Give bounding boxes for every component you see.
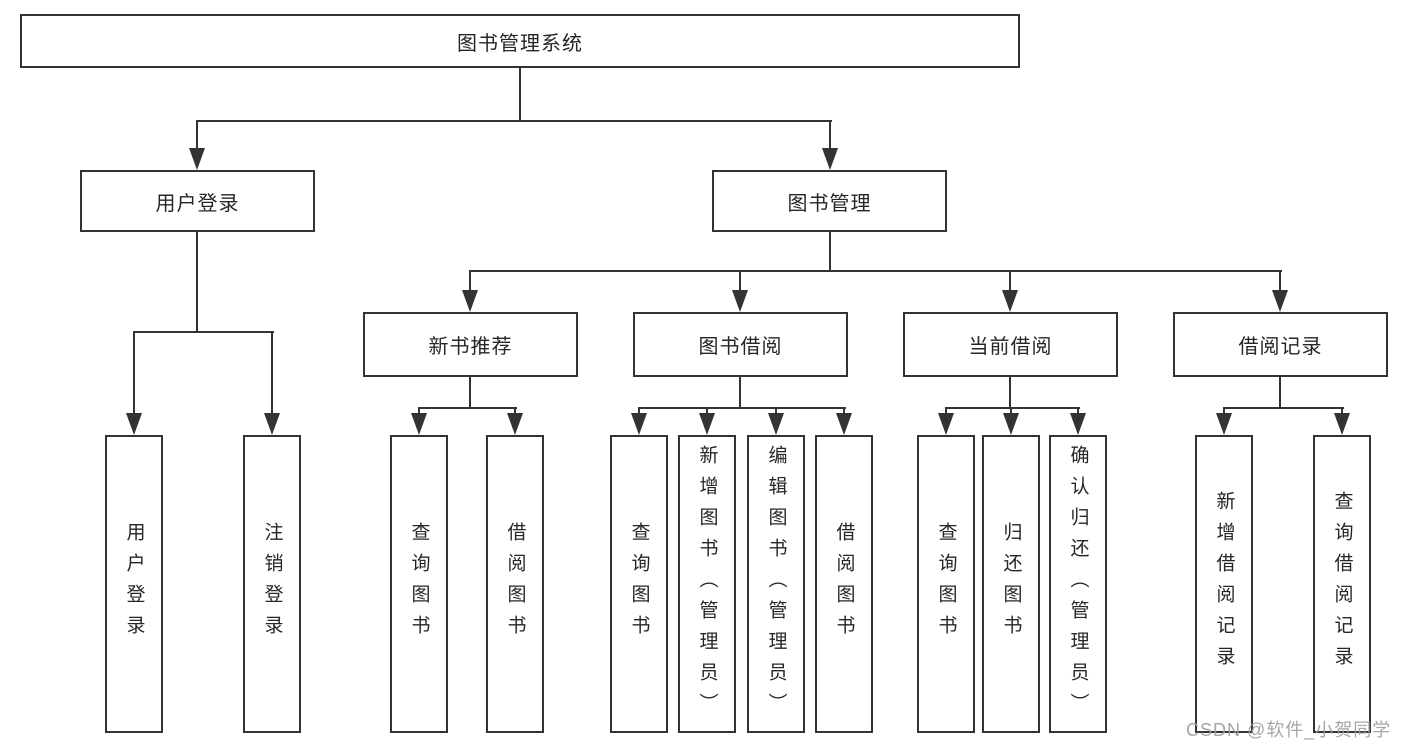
node-user-login: 用户登录 — [80, 170, 315, 232]
connector-line — [133, 331, 274, 333]
node-book-borrowing: 图书借阅 — [633, 312, 848, 377]
node-book-management: 图书管理 — [712, 170, 947, 232]
connector-line — [196, 120, 832, 122]
connector-line — [739, 270, 741, 292]
arrow-down-icon — [1070, 413, 1086, 435]
connector-line — [1009, 377, 1011, 409]
arrow-down-icon — [1272, 290, 1288, 312]
connector-line — [1223, 407, 1344, 409]
connector-line — [196, 120, 198, 150]
arrow-down-icon — [462, 290, 478, 312]
connector-line — [469, 377, 471, 409]
arrow-down-icon — [1003, 413, 1019, 435]
arrow-down-icon — [768, 413, 784, 435]
connector-line — [418, 407, 517, 409]
connector-line — [1279, 377, 1281, 409]
leaf-user-login: 用户登录 — [105, 435, 163, 733]
connector-line — [843, 407, 845, 415]
leaf-query-books-borrowing: 查询图书 — [610, 435, 668, 733]
arrow-down-icon — [699, 413, 715, 435]
leaf-logout: 注销登录 — [243, 435, 301, 733]
connector-line — [514, 407, 516, 415]
leaf-borrow-books-recommend: 借阅图书 — [486, 435, 544, 733]
connector-line — [271, 331, 273, 415]
arrow-down-icon — [1216, 413, 1232, 435]
connector-line — [829, 120, 831, 150]
connector-line — [638, 407, 846, 409]
arrow-down-icon — [507, 413, 523, 435]
connector-line — [519, 68, 521, 121]
leaf-return-books: 归还图书 — [982, 435, 1040, 733]
connector-line — [133, 331, 135, 415]
connector-line — [1010, 407, 1012, 415]
connector-line — [945, 407, 1080, 409]
leaf-query-borrow-record: 查询借阅记录 — [1313, 435, 1371, 733]
connector-line — [196, 232, 198, 333]
arrow-down-icon — [732, 290, 748, 312]
connector-line — [469, 270, 471, 292]
connector-line — [418, 407, 420, 415]
leaf-confirm-return-admin: 确认归还（管理员） — [1049, 435, 1107, 733]
leaf-borrow-books: 借阅图书 — [815, 435, 873, 733]
leaf-query-books-recommend: 查询图书 — [390, 435, 448, 733]
node-current-borrowing: 当前借阅 — [903, 312, 1118, 377]
node-new-book-recommendation: 新书推荐 — [363, 312, 578, 377]
arrow-down-icon — [836, 413, 852, 435]
arrow-down-icon — [189, 148, 205, 170]
arrow-down-icon — [264, 413, 280, 435]
node-borrowing-records: 借阅记录 — [1173, 312, 1388, 377]
connector-line — [775, 407, 777, 415]
arrow-down-icon — [938, 413, 954, 435]
connector-line — [1009, 270, 1011, 292]
arrow-down-icon — [411, 413, 427, 435]
connector-line — [1077, 407, 1079, 415]
node-library-management-system: 图书管理系统 — [20, 14, 1020, 68]
arrow-down-icon — [1334, 413, 1350, 435]
arrow-down-icon — [126, 413, 142, 435]
leaf-add-borrow-record: 新增借阅记录 — [1195, 435, 1253, 733]
connector-line — [829, 232, 831, 272]
connector-line — [1223, 407, 1225, 415]
connector-line — [469, 270, 1282, 272]
connector-line — [739, 377, 741, 409]
leaf-query-books-current: 查询图书 — [917, 435, 975, 733]
connector-line — [706, 407, 708, 415]
connector-line — [1279, 270, 1281, 292]
leaf-edit-books-admin: 编辑图书（管理员） — [747, 435, 805, 733]
connector-line — [638, 407, 640, 415]
connector-line — [945, 407, 947, 415]
arrow-down-icon — [631, 413, 647, 435]
arrow-down-icon — [822, 148, 838, 170]
watermark: CSDN @软件_小贺同学 — [1186, 720, 1392, 740]
leaf-add-books-admin: 新增图书（管理员） — [678, 435, 736, 733]
arrow-down-icon — [1002, 290, 1018, 312]
connector-line — [1341, 407, 1343, 415]
